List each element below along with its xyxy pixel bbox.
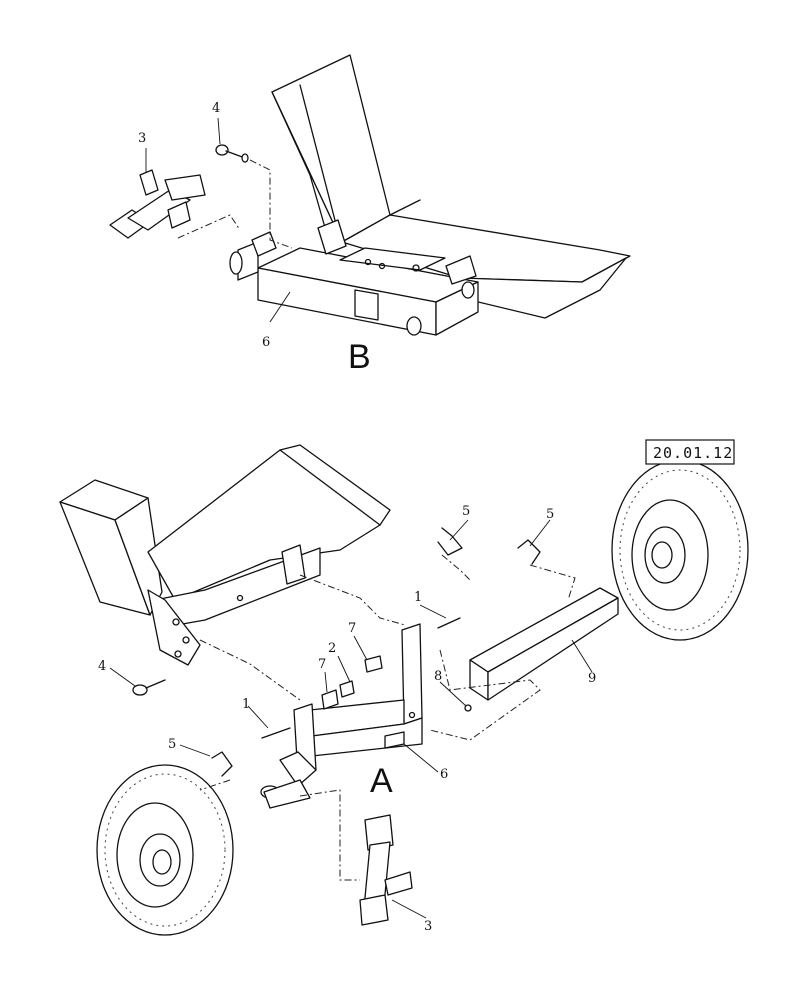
chute-assembly-a: [59, 444, 391, 666]
callout-b-3: 3: [138, 131, 146, 146]
axle-tube: [469, 587, 619, 701]
callout-a-5-right: 5: [546, 507, 554, 522]
callout-a-3: 3: [424, 919, 432, 934]
view-b: 3 4 6 B: [109, 54, 631, 376]
callout-b-6: 6: [262, 335, 270, 350]
callout-a-8: 8: [434, 669, 442, 684]
pin-b: [215, 144, 249, 163]
hardware-a: [132, 527, 541, 777]
callout-a-4: 4: [98, 659, 106, 674]
callout-a-7-upper: 7: [348, 621, 356, 636]
callout-a-1-upper: 1: [414, 590, 422, 605]
view-b-label: B: [348, 338, 371, 376]
reference-box: [645, 439, 735, 465]
wheel-right: [611, 459, 749, 641]
chute-assembly: [271, 54, 631, 319]
frame-b: [229, 219, 479, 336]
callout-b-4: 4: [212, 101, 220, 116]
wheel-left: [96, 764, 234, 936]
callout-a-2: 2: [328, 641, 336, 656]
callout-a-9: 9: [588, 671, 596, 686]
view-a-label: A: [370, 762, 393, 800]
jack-b: [109, 169, 206, 239]
view-a: 20.01.12 1 1 2 3 4 5 5 5 6 7 7 8 9 A: [59, 439, 749, 936]
callout-a-6: 6: [440, 767, 448, 782]
reference-label: 20.01.12: [653, 444, 733, 462]
callout-a-5-left: 5: [462, 504, 470, 519]
callout-a-1-lower: 1: [242, 697, 250, 712]
jack-a: [359, 814, 413, 926]
callout-a-7-lower: 7: [318, 657, 326, 672]
frame-a: [260, 623, 423, 809]
callout-a-5-lower: 5: [168, 737, 176, 752]
